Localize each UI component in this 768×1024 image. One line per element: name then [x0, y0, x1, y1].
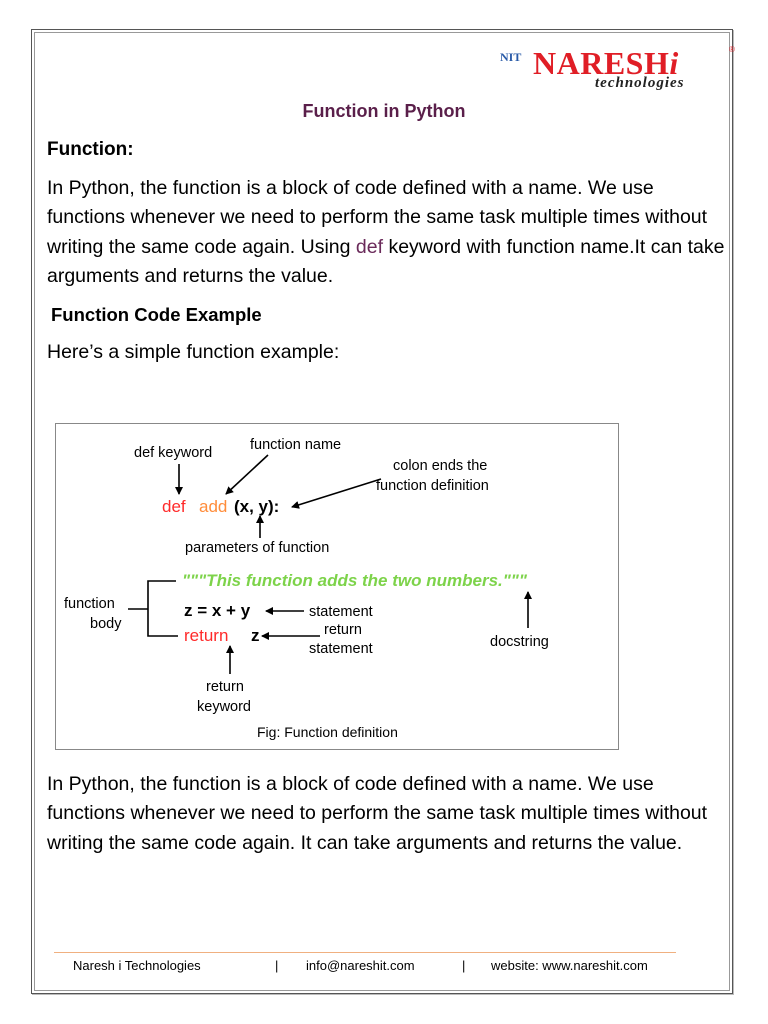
logo-registered: ®	[729, 45, 735, 54]
code-add: add	[199, 497, 227, 516]
footer-email[interactable]: info@nareshit.com	[306, 958, 415, 973]
document-title: Function in Python	[302, 101, 466, 121]
label-body-line1: function	[64, 596, 115, 612]
function-definition-figure: def keyword function name colon ends the…	[55, 423, 619, 750]
label-return-statement-line1: return	[324, 622, 362, 638]
body-bracket	[147, 580, 178, 637]
paragraph-function-summary: In Python, the function is a block of co…	[47, 773, 708, 854]
paragraph-function-intro: In Python, the function is a block of co…	[47, 174, 727, 291]
code-params: (x, y):	[234, 497, 279, 516]
page-inner-border	[34, 32, 730, 991]
arrow-colon	[291, 478, 382, 509]
code-def: def	[162, 497, 186, 516]
figure-caption: Fig: Function definition	[257, 724, 398, 740]
code-statement: z = x + y	[184, 601, 251, 620]
footer-company: Naresh i Technologies	[73, 958, 201, 973]
code-docstring: """This function adds the two numbers.""…	[182, 571, 528, 590]
label-statement: statement	[309, 604, 373, 620]
para1-after: keyword with function name.It can take a…	[47, 235, 725, 287]
arrow-function-name	[225, 454, 269, 495]
label-colon-line1: colon ends the	[393, 458, 487, 474]
heading-function: Function:	[47, 139, 134, 160]
logo-brand: NARESHi	[533, 43, 679, 83]
intro-text: Here’s a simple function example:	[47, 341, 340, 363]
page-border	[31, 29, 733, 994]
footer-separator-1: |	[275, 958, 279, 973]
label-docstring: docstring	[490, 634, 549, 650]
footer-separator-2: |	[462, 958, 466, 973]
label-return-keyword-line2: keyword	[197, 699, 251, 715]
label-return-keyword-line1: return	[206, 679, 244, 695]
para1-before: In Python, the function is a block of co…	[47, 177, 708, 258]
footer-website[interactable]: website: www.nareshit.com	[491, 958, 648, 973]
label-body-line2: body	[90, 616, 122, 632]
label-parameters: parameters of function	[185, 540, 329, 556]
heading-function-code-example: Function Code Example	[51, 304, 262, 325]
code-return-var: z	[251, 626, 260, 645]
logo-mark: NIT	[500, 50, 522, 64]
label-colon-line2: function definition	[376, 478, 489, 494]
naresh-logo: NIT NARESHi ® technologies	[497, 42, 737, 102]
logo-tagline: technologies	[595, 75, 685, 91]
label-def-keyword: def keyword	[134, 445, 212, 461]
label-function-name: function name	[250, 437, 341, 453]
footer-divider	[54, 952, 676, 953]
logo-brand-i: i	[669, 45, 679, 81]
figure-diagram: def keyword function name colon ends the…	[64, 437, 549, 740]
logo-brand-text: NARESH	[533, 45, 670, 81]
para1-keyword: def	[355, 235, 384, 258]
code-return: return	[184, 626, 228, 645]
label-return-statement-line2: statement	[309, 641, 373, 657]
